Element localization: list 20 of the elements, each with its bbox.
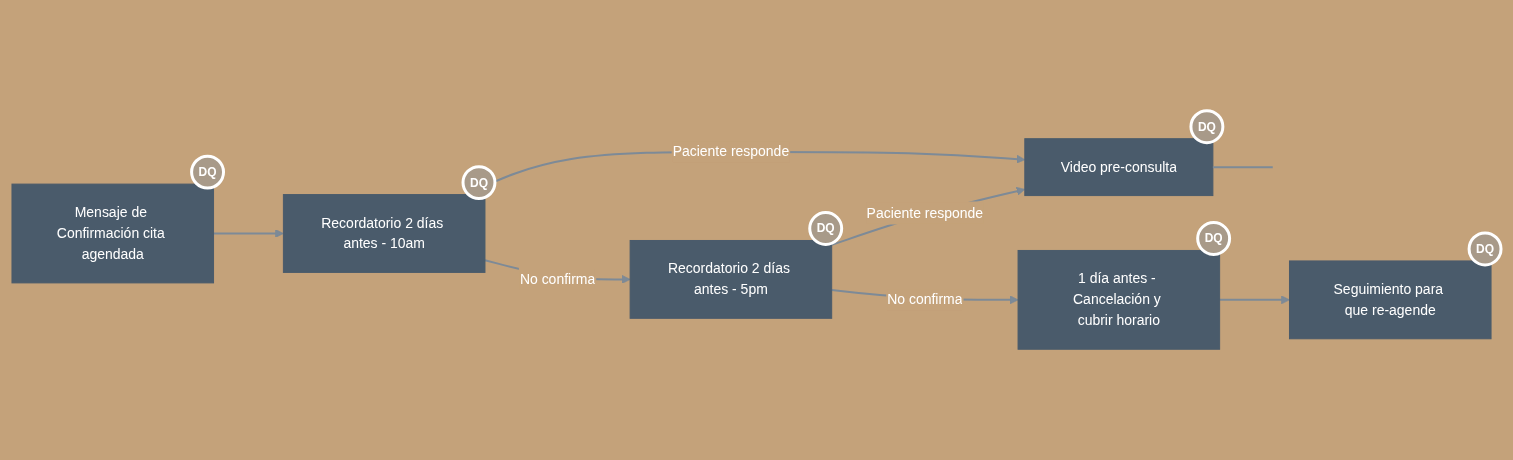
initials-badge: DQ <box>461 165 497 201</box>
connector-line <box>1211 166 1274 169</box>
initials-badge: DQ <box>1189 109 1225 145</box>
node-box: Seguimiento para que re-agende <box>1289 260 1492 340</box>
initials-badge: DQ <box>190 154 225 190</box>
initials-badge: DQ <box>1196 221 1232 256</box>
node-box: Mensaje de Confirmación cita agendada <box>11 183 215 284</box>
initials-badge: DQ <box>1467 231 1503 267</box>
arrow <box>212 229 284 238</box>
arrow <box>830 186 1026 246</box>
edge-label: No confirma <box>519 270 596 287</box>
node-box: Recordatorio 2 días antes - 5pm <box>629 240 833 319</box>
edge-label: No confirma <box>887 291 963 308</box>
node-box: 1 día antes - Cancelación y cubrir horario <box>1017 249 1221 350</box>
node-box: Recordatorio 2 días antes - 10am <box>282 194 486 273</box>
initials-badge: DQ <box>808 211 844 246</box>
edge-label: Paciente responde <box>866 204 984 221</box>
arrow <box>1218 295 1290 305</box>
node-box: Video pre-consulta <box>1024 138 1214 197</box>
edge-label: Paciente responde <box>672 143 790 160</box>
